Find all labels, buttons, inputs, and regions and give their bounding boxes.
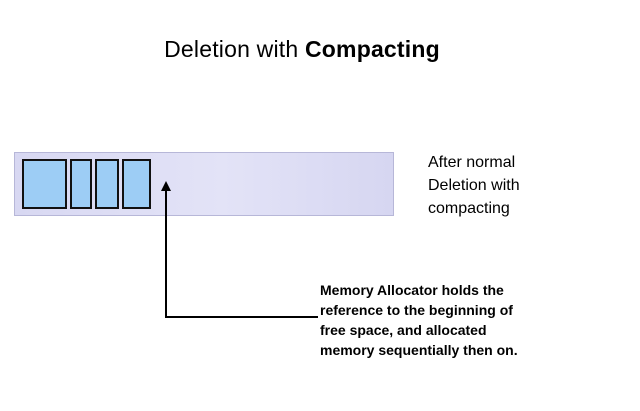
side-label-line-1: After normal [428,154,516,171]
side-label-line-3: compacting [428,200,510,217]
slide-title-part2: Compacting [304,36,440,62]
allocated-block-1 [22,159,67,209]
allocated-block-3 [95,159,119,209]
allocator-note-line-2: reference to the beginning of [320,302,513,318]
slide-title: Deletion with Compacting [0,36,604,63]
memory-bar [14,152,394,216]
allocator-note: Memory Allocator holds the reference to … [320,280,620,360]
allocated-block-2 [70,159,92,209]
allocator-note-line-3: free space, and allocated [320,322,487,338]
pointer-line [161,181,318,318]
slide-title-part1: Deletion with [164,36,305,62]
allocated-block-4 [122,159,151,209]
allocator-note-line-1: Memory Allocator holds the [320,282,504,298]
side-label: After normal Deletion with compacting [428,151,628,220]
side-label-line-2: Deletion with [428,177,520,194]
allocator-note-line-4: memory sequentially then on. [320,342,518,358]
